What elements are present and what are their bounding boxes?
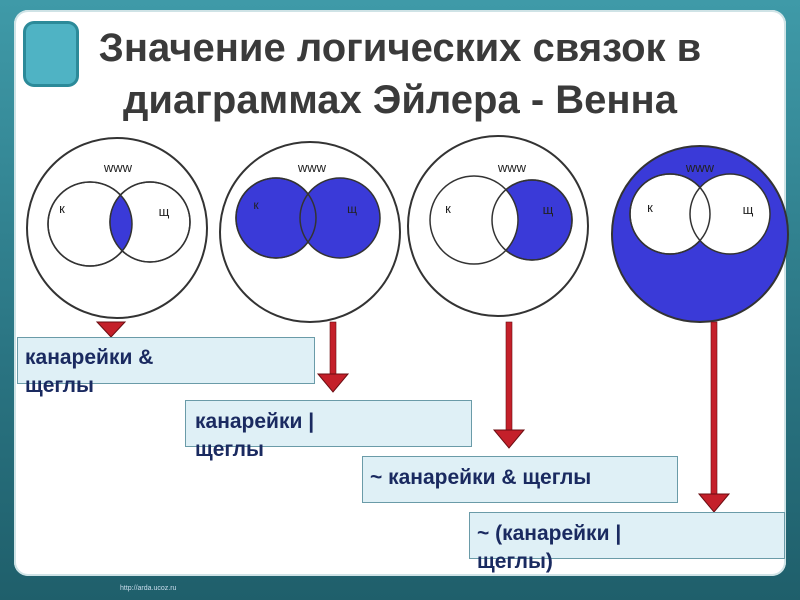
- right-set-label: щ: [159, 204, 170, 219]
- result-label-1: канарейки & щеглы: [25, 346, 160, 397]
- left-set-label: к: [647, 200, 653, 215]
- right-set-label: щ: [543, 202, 554, 217]
- universe-label: www: [103, 160, 133, 175]
- result-label-2: канарейки | щеглы: [195, 410, 320, 461]
- page-title: Значение логических связок в диаграммах …: [98, 26, 702, 122]
- result-box-4: [469, 512, 785, 559]
- venn-diagram-1: www к щ: [26, 137, 208, 319]
- result-box-2: [185, 400, 472, 447]
- universe-label: www: [685, 160, 715, 175]
- set-circle-right: [689, 173, 771, 255]
- right-set-label: щ: [743, 202, 754, 217]
- arrow-4: [697, 321, 731, 513]
- set-circle-right: [299, 177, 381, 259]
- logo-icon: [26, 24, 76, 84]
- venn-diagram-3: www к щ: [407, 135, 589, 317]
- venn-diagram-4: www к щ: [611, 145, 789, 323]
- set-circle-left: [429, 175, 519, 265]
- arrow-3: [492, 321, 526, 449]
- right-set-label: щ: [347, 202, 357, 216]
- arrow-2: [316, 321, 350, 393]
- footer-url: http://arda.ucoz.ru: [120, 585, 177, 592]
- result-label-4: ~ (канарейки |щеглы): [477, 522, 622, 573]
- left-set-label: к: [253, 198, 259, 212]
- result-box-1: [17, 337, 315, 384]
- universe-label: www: [497, 160, 527, 175]
- left-set-label: к: [445, 201, 451, 216]
- left-set-label: к: [59, 201, 65, 216]
- venn-diagram-2: www к щ: [219, 141, 401, 323]
- universe-label: www: [297, 160, 327, 175]
- result-box-3: [362, 456, 678, 503]
- result-label-3: ~ канарейки & щеглы: [370, 466, 592, 489]
- arrow-1: [95, 321, 127, 338]
